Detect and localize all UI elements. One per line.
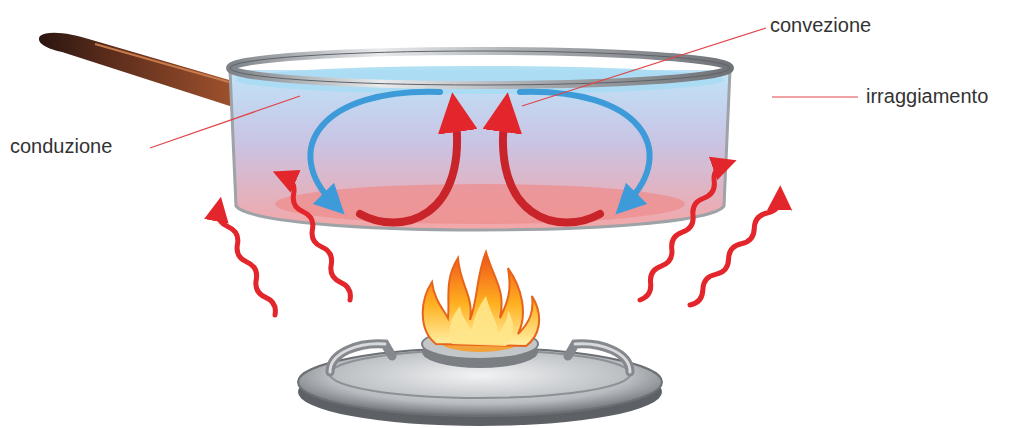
leader-line	[522, 28, 766, 106]
radiation-wave	[281, 175, 354, 302]
hot-current-arrow	[360, 112, 457, 223]
radiation-wave	[687, 195, 783, 307]
cold-current-arrow	[310, 92, 440, 204]
handle-bar	[39, 33, 236, 108]
hot-current-arrow	[503, 112, 600, 223]
callout-label: conduzione	[10, 134, 112, 158]
leader-line	[772, 96, 858, 97]
radiation-arrows	[215, 162, 783, 317]
callout-label: convezione	[770, 13, 871, 37]
pot-rim	[230, 51, 730, 85]
radiation-wave	[637, 162, 729, 302]
leader-lines	[150, 28, 858, 148]
grate-right-highlight	[575, 344, 630, 372]
grate-left	[330, 344, 392, 372]
flame-core	[450, 296, 514, 346]
leader-line	[150, 96, 300, 148]
pan-handle	[39, 33, 236, 108]
pot-wall	[230, 70, 730, 230]
convection-arrows	[310, 92, 649, 223]
handle-highlight	[95, 44, 236, 84]
pot-rim-edge	[230, 51, 730, 85]
pot	[230, 51, 730, 230]
radiation-wave	[215, 207, 278, 317]
grate-right	[568, 344, 630, 372]
flame	[423, 252, 539, 346]
grate-left-highlight	[330, 344, 385, 372]
flames	[423, 252, 539, 346]
cold-current-arrow	[520, 92, 650, 204]
callout-label: irraggiamento	[866, 84, 988, 108]
